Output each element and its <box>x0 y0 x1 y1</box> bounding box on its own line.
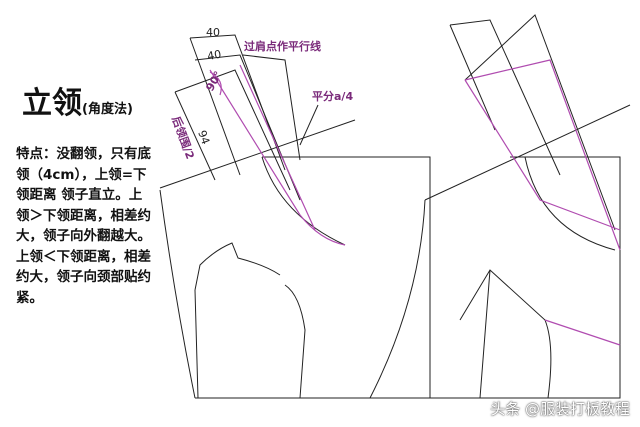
left-parallel-line <box>242 54 301 161</box>
left-shoulder-line <box>159 119 356 189</box>
width-top-label: 40 <box>206 26 220 39</box>
bisect-note: 平分a/4 <box>312 89 353 103</box>
left-pointer <box>299 104 319 146</box>
left-bodice-outline <box>159 156 431 399</box>
left-collar-outer <box>189 34 286 176</box>
diagram-title: 立领(角度法) <box>22 78 133 122</box>
subtitle: (角度法) <box>82 102 133 117</box>
right-collar-inner <box>464 14 616 231</box>
left-collar-line-pink <box>239 64 316 231</box>
right-bodice-outline <box>369 156 621 399</box>
right-collar-outer <box>449 19 561 176</box>
length-label: 94 <box>195 129 212 147</box>
right-hem-pink <box>544 319 621 346</box>
title-text: 立领 <box>22 86 82 121</box>
left-neck-curve <box>261 156 346 246</box>
right-shoulder-line <box>424 104 631 201</box>
left-collar-back <box>174 69 291 191</box>
right-collar-pink-2 <box>464 79 621 231</box>
left-angle-arc <box>209 71 222 96</box>
left-armhole-detail <box>194 242 306 399</box>
right-collar-pink-1 <box>464 59 621 251</box>
watermark: 头条 @服装打板教程 <box>490 400 630 418</box>
left-collar-curve-pink <box>209 69 346 246</box>
back-neck-label: 后领围/2 <box>169 114 197 161</box>
right-neck-curve <box>524 156 616 251</box>
parallel-note: 过肩点作平行线 <box>244 39 321 53</box>
description-text: 特点：没翻领，只有底领（4cm），上领=下领距离 领子直立。上领＞下领距离，相差… <box>16 146 151 306</box>
right-armhole-detail <box>459 269 552 399</box>
width-second-label: 40 <box>206 48 222 63</box>
